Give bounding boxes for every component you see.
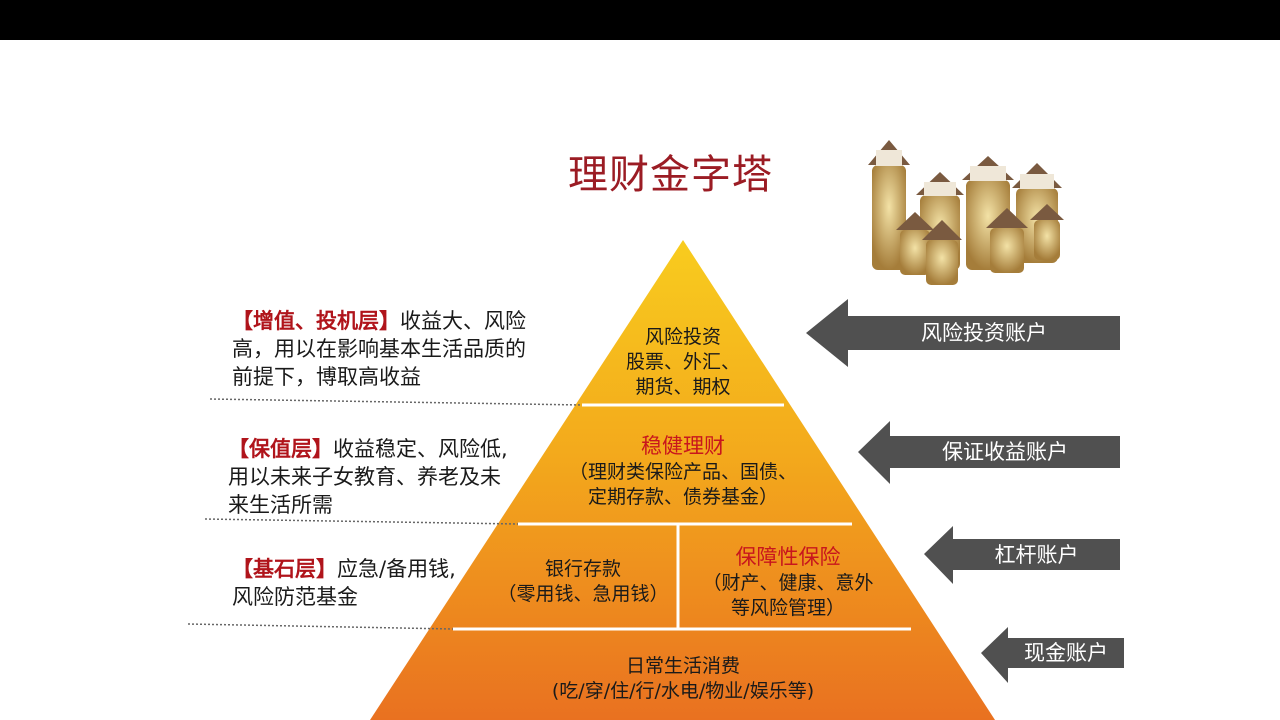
- top-line3: 期货、期权: [635, 376, 731, 398]
- page-title: 理财金字塔: [568, 152, 773, 198]
- left-separator-2: [204, 518, 519, 525]
- note-foundation-layer: 【基石层】应急/备用钱, 风险防范基金: [232, 555, 492, 611]
- third-right-line2: 等风险管理）: [730, 597, 845, 619]
- note-2-text3: 来生活所需: [228, 493, 333, 517]
- account-cash: 现金账户: [1024, 641, 1108, 665]
- note-3-bracket: 【基石层】: [232, 557, 337, 581]
- second-heading: 稳健理财: [641, 434, 725, 458]
- note-2-text2: 用以未来子女教育、养老及未: [228, 465, 501, 489]
- account-risk-investment: 风险投资账户: [921, 321, 1047, 345]
- third-right-line1: （财产、健康、意外: [702, 572, 874, 594]
- note-3-text2: 风险防范基金: [232, 585, 358, 609]
- base-line2: (吃/穿/住/行/水电/物业/娱乐等): [551, 680, 815, 702]
- note-1-text1: 收益大、风险: [400, 309, 526, 333]
- account-leverage: 杠杆账户: [994, 543, 1079, 567]
- pyramid-top-label: 风险投资 股票、外汇、 期货、期权: [603, 325, 763, 400]
- top-black-bar: [0, 0, 1280, 40]
- top-line2: 股票、外汇、: [625, 351, 740, 373]
- third-left-line1: 银行存款: [544, 558, 621, 580]
- note-1-text2: 高，用以在影响基本生活品质的: [232, 337, 526, 361]
- base-line1: 日常生活消费: [625, 655, 740, 677]
- pyramid-third-right-label: 保障性保险 （财产、健康、意外 等风险管理）: [688, 543, 888, 621]
- account-guaranteed-return: 保证收益账户: [942, 440, 1068, 464]
- note-2-bracket: 【保值层】: [228, 437, 333, 461]
- note-3-text1: 应急/备用钱,: [337, 557, 456, 581]
- arrow-risk-investment: [806, 299, 1120, 367]
- note-speculation-layer: 【增值、投机层】收益大、风险 高，用以在影响基本生活品质的 前提下，博取高收益: [232, 307, 552, 391]
- arrow-guaranteed-return: [858, 421, 1120, 484]
- top-line1: 风险投资: [644, 326, 721, 348]
- note-1-bracket: 【增值、投机层】: [232, 309, 400, 333]
- pyramid-third-left-label: 银行存款 （零用钱、急用钱）: [488, 557, 678, 607]
- left-separator-3: [187, 623, 454, 630]
- pyramid-second-label: 稳健理财 （理财类保险产品、国债、 定期存款、债券基金）: [548, 432, 818, 510]
- third-left-line2: （零用钱、急用钱）: [497, 583, 669, 605]
- note-preservation-layer: 【保值层】收益稳定、风险低, 用以未来子女教育、养老及未 来生活所需: [228, 435, 528, 519]
- third-right-heading: 保障性保险: [735, 545, 841, 569]
- second-line1: （理财类保险产品、国债、: [568, 461, 797, 483]
- arrow-cash: [981, 627, 1124, 683]
- coin-house-image: [868, 140, 1064, 285]
- left-separator-1: [209, 398, 583, 406]
- pyramid: [370, 240, 995, 720]
- note-1-text3: 前提下，博取高收益: [232, 365, 421, 389]
- second-line2: 定期存款、债券基金）: [587, 486, 778, 508]
- pyramid-base-label: 日常生活消费 (吃/穿/住/行/水电/物业/娱乐等): [488, 654, 878, 704]
- note-2-text1: 收益稳定、风险低,: [333, 437, 508, 461]
- arrow-leverage: [924, 526, 1120, 584]
